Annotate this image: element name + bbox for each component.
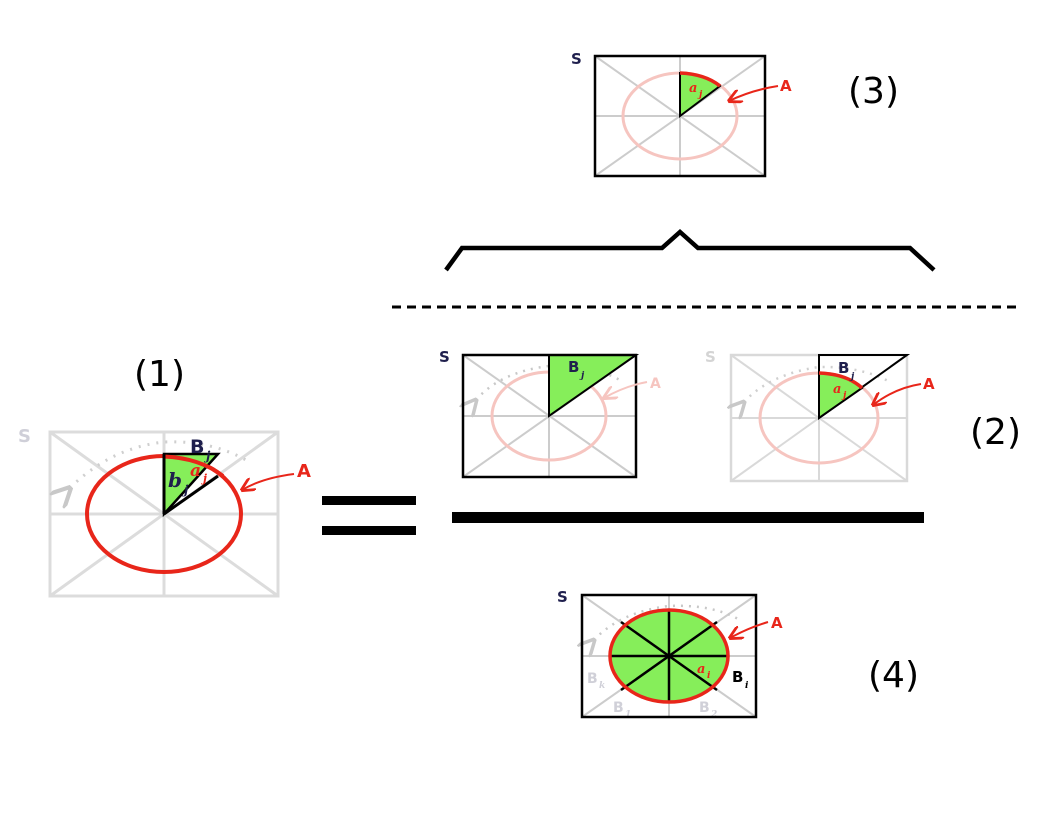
sector-Bj [548, 354, 640, 418]
sample-space-frame [461, 353, 638, 479]
label-B: B [190, 436, 204, 458]
tag-2: (2) [970, 412, 1021, 453]
label-A: A [297, 461, 311, 482]
label-a: a [689, 81, 697, 96]
label-a: a [697, 662, 705, 677]
label-B1: B [613, 700, 624, 716]
panel-2-right: S B j a j A [705, 348, 935, 483]
arrow-A [729, 85, 779, 101]
label-a: a [833, 382, 841, 397]
label-a: a [190, 461, 201, 481]
label-A-faded: A [650, 376, 661, 392]
sector-edge [163, 474, 219, 516]
panel-3: (3) S a j A [571, 50, 899, 178]
sample-space-frame [580, 593, 758, 719]
sample-space-label: S [18, 426, 31, 447]
arrow-A [873, 383, 922, 405]
label-A: A [923, 375, 935, 393]
label-a-sub: j [841, 391, 847, 401]
tag-3: (3) [848, 71, 899, 112]
event-A-ellipse [608, 608, 730, 704]
label-a-sub: j [201, 472, 207, 485]
label-a-sub: i [707, 671, 711, 681]
panel-1: (1) S B j b j a j A [18, 354, 311, 598]
panel-4: (4) S a i B i B k B 1 B 2 A [557, 588, 919, 720]
partition-line [620, 620, 718, 692]
label-B: B [732, 668, 743, 686]
label-B-sub: j [849, 372, 855, 382]
tag-1: (1) [134, 354, 185, 395]
label-A: A [771, 614, 783, 632]
label-B-sub: i [745, 681, 749, 691]
sample-space-label: S [557, 588, 568, 606]
sample-space-label: S [439, 348, 450, 366]
label-B: B [568, 358, 579, 376]
panel-2-left: S B j A [439, 348, 661, 479]
label-Bk-sub: k [599, 681, 605, 691]
arc-aj [818, 371, 864, 390]
curly-brace [444, 228, 936, 272]
arc-aj [679, 71, 722, 88]
sample-space-label: S [705, 348, 716, 366]
sample-space-frame [593, 54, 767, 178]
label-B: B [838, 359, 849, 377]
label-B1-sub: 1 [625, 710, 631, 720]
panel-2: (2) S B j A S [439, 348, 1021, 483]
label-B-sub: j [579, 371, 585, 381]
arrow-A-faded [604, 381, 648, 398]
label-b-sub: j [182, 483, 189, 497]
label-B2: B [699, 700, 710, 716]
equals-sign [322, 496, 416, 535]
arrow-A [242, 473, 295, 490]
tag-4: (4) [868, 655, 919, 696]
arc-aj [163, 454, 225, 478]
fraction-bar [452, 512, 924, 523]
arrow-A [730, 621, 769, 638]
label-a-sub: j [697, 90, 703, 100]
label-B-sub: j [204, 449, 211, 463]
dotted-arc [594, 604, 741, 640]
label-b: b [168, 468, 182, 492]
sample-space-label: S [571, 50, 582, 68]
label-B2-sub: 2 [710, 710, 717, 720]
label-A: A [780, 77, 792, 95]
label-Bk: B [587, 671, 598, 687]
